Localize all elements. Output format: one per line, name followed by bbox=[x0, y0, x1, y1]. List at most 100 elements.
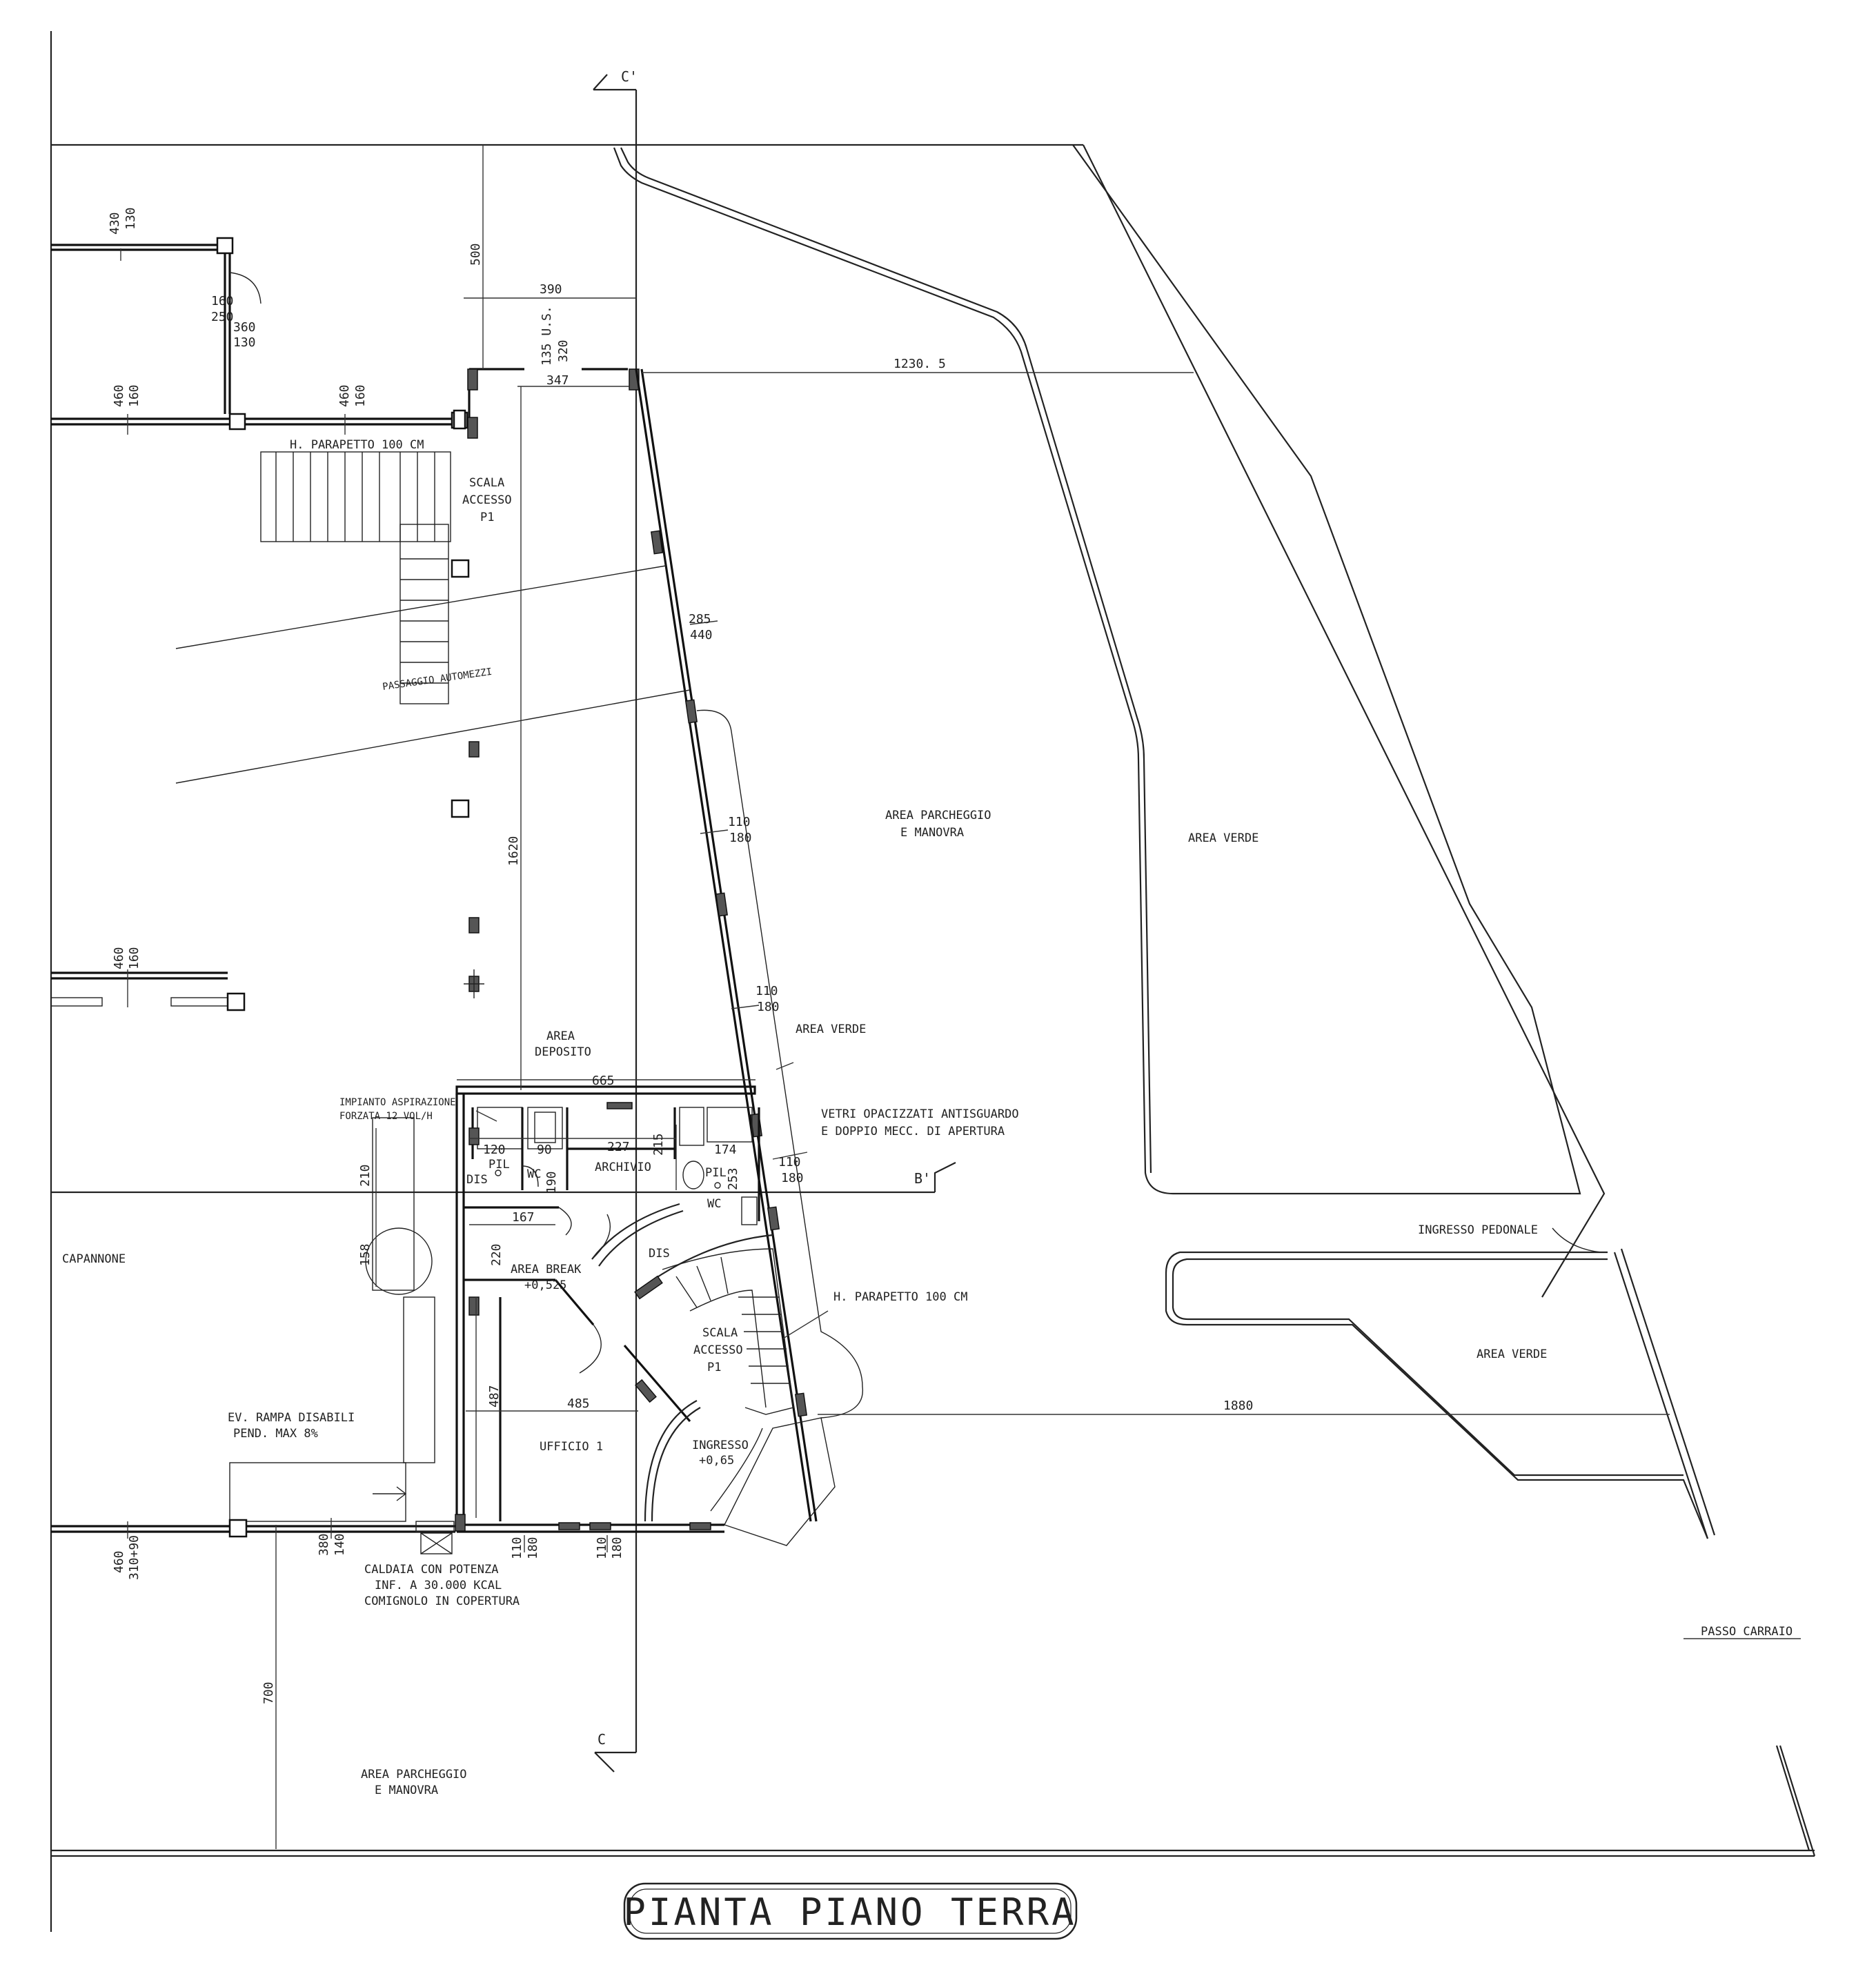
ramp-disabled bbox=[229, 1462, 406, 1522]
area-parcheggio-2b: E MANOVRA bbox=[375, 1784, 438, 1797]
pillar-7 bbox=[715, 892, 729, 917]
caldaia-x2 bbox=[420, 1532, 453, 1554]
pillar-1 bbox=[467, 368, 478, 391]
dim-227: 227 bbox=[607, 1140, 630, 1154]
transit-line-2 bbox=[175, 689, 691, 784]
pillar-5 bbox=[650, 530, 664, 555]
caldaia-label-2: INF. A 30.000 KCAL bbox=[375, 1579, 502, 1592]
dimension-lines bbox=[120, 145, 1801, 1849]
drain-2 bbox=[714, 1182, 721, 1189]
section-c-bottom-label: C bbox=[598, 1731, 606, 1748]
area-parcheggio-1: AREA PARCHEGGIO bbox=[885, 809, 991, 822]
dim-180d: 180 bbox=[526, 1537, 540, 1559]
ingresso-label: INGRESSO bbox=[692, 1439, 749, 1452]
wc-label-1: WC bbox=[527, 1167, 541, 1181]
ufficio-door-arc bbox=[579, 1324, 602, 1374]
title-frame-inner bbox=[629, 1888, 1072, 1934]
ingresso-inner bbox=[710, 1428, 763, 1512]
scala-mid-label-2: ACCESSO bbox=[693, 1343, 743, 1357]
dim-665: 665 bbox=[592, 1074, 615, 1088]
window-top bbox=[606, 1102, 633, 1109]
pillar-6 bbox=[684, 699, 698, 724]
parapetto-top-label: H. PARAPETTO 100 CM bbox=[290, 438, 424, 452]
pillar-2 bbox=[467, 417, 478, 439]
scala-mid-label-3: P1 bbox=[707, 1361, 721, 1374]
pillar-cross bbox=[464, 969, 484, 998]
caldaia-label-3: COMIGNOLO IN COPERTURA bbox=[364, 1594, 520, 1608]
dim-90: 90 bbox=[537, 1143, 552, 1157]
passo-carraio-label: PASSO CARRAIO bbox=[1701, 1625, 1793, 1639]
pillar-15 bbox=[635, 1379, 657, 1403]
pil-label-1: PIL bbox=[488, 1158, 510, 1172]
dim-110e: 110 bbox=[595, 1537, 609, 1559]
column-f bbox=[226, 992, 246, 1011]
ufficio-label: UFFICIO 1 bbox=[540, 1440, 603, 1454]
scala-top-label-2: ACCESSO bbox=[462, 493, 512, 507]
wc-label-2: WC bbox=[707, 1197, 721, 1211]
dim-220: 220 bbox=[489, 1243, 504, 1266]
rampa-label-1: EV. RAMPA DISABILI bbox=[228, 1411, 355, 1425]
slanted-wall bbox=[635, 368, 812, 1522]
column-d bbox=[451, 559, 470, 578]
archivio-label: ARCHIVIO bbox=[595, 1161, 651, 1174]
door-arc-1 bbox=[229, 272, 261, 304]
dim-1230: 1230. 5 bbox=[893, 357, 946, 371]
dim-390: 390 bbox=[540, 282, 562, 297]
ingresso-curve bbox=[644, 1400, 698, 1522]
dim-174: 174 bbox=[714, 1143, 737, 1157]
transit-line-1 bbox=[175, 565, 667, 649]
rampa-label-2: PEND. MAX 8% bbox=[233, 1427, 318, 1441]
dis-label-1: DIS bbox=[466, 1173, 488, 1187]
window-bottom-2 bbox=[589, 1522, 611, 1530]
dim-135: 135 U.S. bbox=[540, 306, 554, 366]
green-area-outline bbox=[613, 144, 1581, 1195]
dim-460d: 460 bbox=[112, 1550, 126, 1573]
ramp-arrowhead bbox=[396, 1486, 407, 1501]
pillar-16 bbox=[468, 1296, 480, 1316]
break-door-arc-1 bbox=[558, 1207, 572, 1236]
impianto-label-2: FORZATA 12 VOL/H bbox=[339, 1111, 433, 1122]
upper-stair-landing bbox=[260, 451, 451, 542]
lower-stair bbox=[662, 1248, 794, 1415]
planter-outline bbox=[696, 709, 863, 1419]
block-top-wall bbox=[455, 1085, 756, 1095]
area-parcheggio-2: AREA PARCHEGGIO bbox=[361, 1768, 467, 1781]
section-b-arrow bbox=[934, 1162, 956, 1192]
lower-green-right bbox=[1613, 1252, 1709, 1539]
dim-130b: 130 bbox=[233, 335, 256, 350]
dim-310: 310+90 bbox=[127, 1535, 141, 1580]
dim-180a: 180 bbox=[729, 831, 752, 845]
dim-160c: 160 bbox=[353, 384, 368, 407]
pillar-10 bbox=[794, 1392, 808, 1417]
area-deposito-b: DEPOSITO bbox=[535, 1045, 591, 1059]
column-b bbox=[228, 413, 246, 431]
ufficio-side-wall bbox=[623, 1344, 691, 1423]
vetri-label-2: E DOPPIO MECC. DI APERTURA bbox=[821, 1125, 1005, 1138]
dim-210: 210 bbox=[358, 1164, 373, 1187]
pedestrian-gate-arc bbox=[1552, 1227, 1601, 1253]
dim-180b: 180 bbox=[757, 1000, 780, 1014]
dim-140: 140 bbox=[333, 1533, 347, 1556]
dim-250: 250 bbox=[211, 310, 234, 324]
dim-190: 190 bbox=[544, 1171, 559, 1194]
dim-253: 253 bbox=[726, 1167, 740, 1190]
dim-460a: 460 bbox=[112, 384, 126, 407]
passaggio-label: PASSAGGIO AUTOMEZZI bbox=[382, 666, 493, 693]
dim-320: 320 bbox=[556, 339, 571, 362]
cabinet-1 bbox=[679, 1107, 704, 1146]
mid-left-window-2 bbox=[170, 997, 228, 1007]
dim-1880: 1880 bbox=[1223, 1399, 1253, 1413]
dim-347: 347 bbox=[546, 373, 569, 388]
curved-corridor-wall-2 bbox=[598, 1209, 684, 1267]
shower-1-tray bbox=[534, 1112, 556, 1143]
parapetto-mid-label: H. PARAPETTO 100 CM bbox=[833, 1290, 967, 1304]
capannone-label: CAPANNONE bbox=[62, 1252, 126, 1266]
column-a bbox=[216, 237, 234, 255]
dim-110a: 110 bbox=[728, 815, 751, 829]
dim-460b: 460 bbox=[337, 384, 352, 407]
dim-360: 360 bbox=[233, 320, 256, 335]
ingresso-quota: +0,65 bbox=[699, 1454, 734, 1468]
upper-stair-treads bbox=[275, 452, 448, 684]
wc-bowl-2 bbox=[682, 1161, 704, 1189]
